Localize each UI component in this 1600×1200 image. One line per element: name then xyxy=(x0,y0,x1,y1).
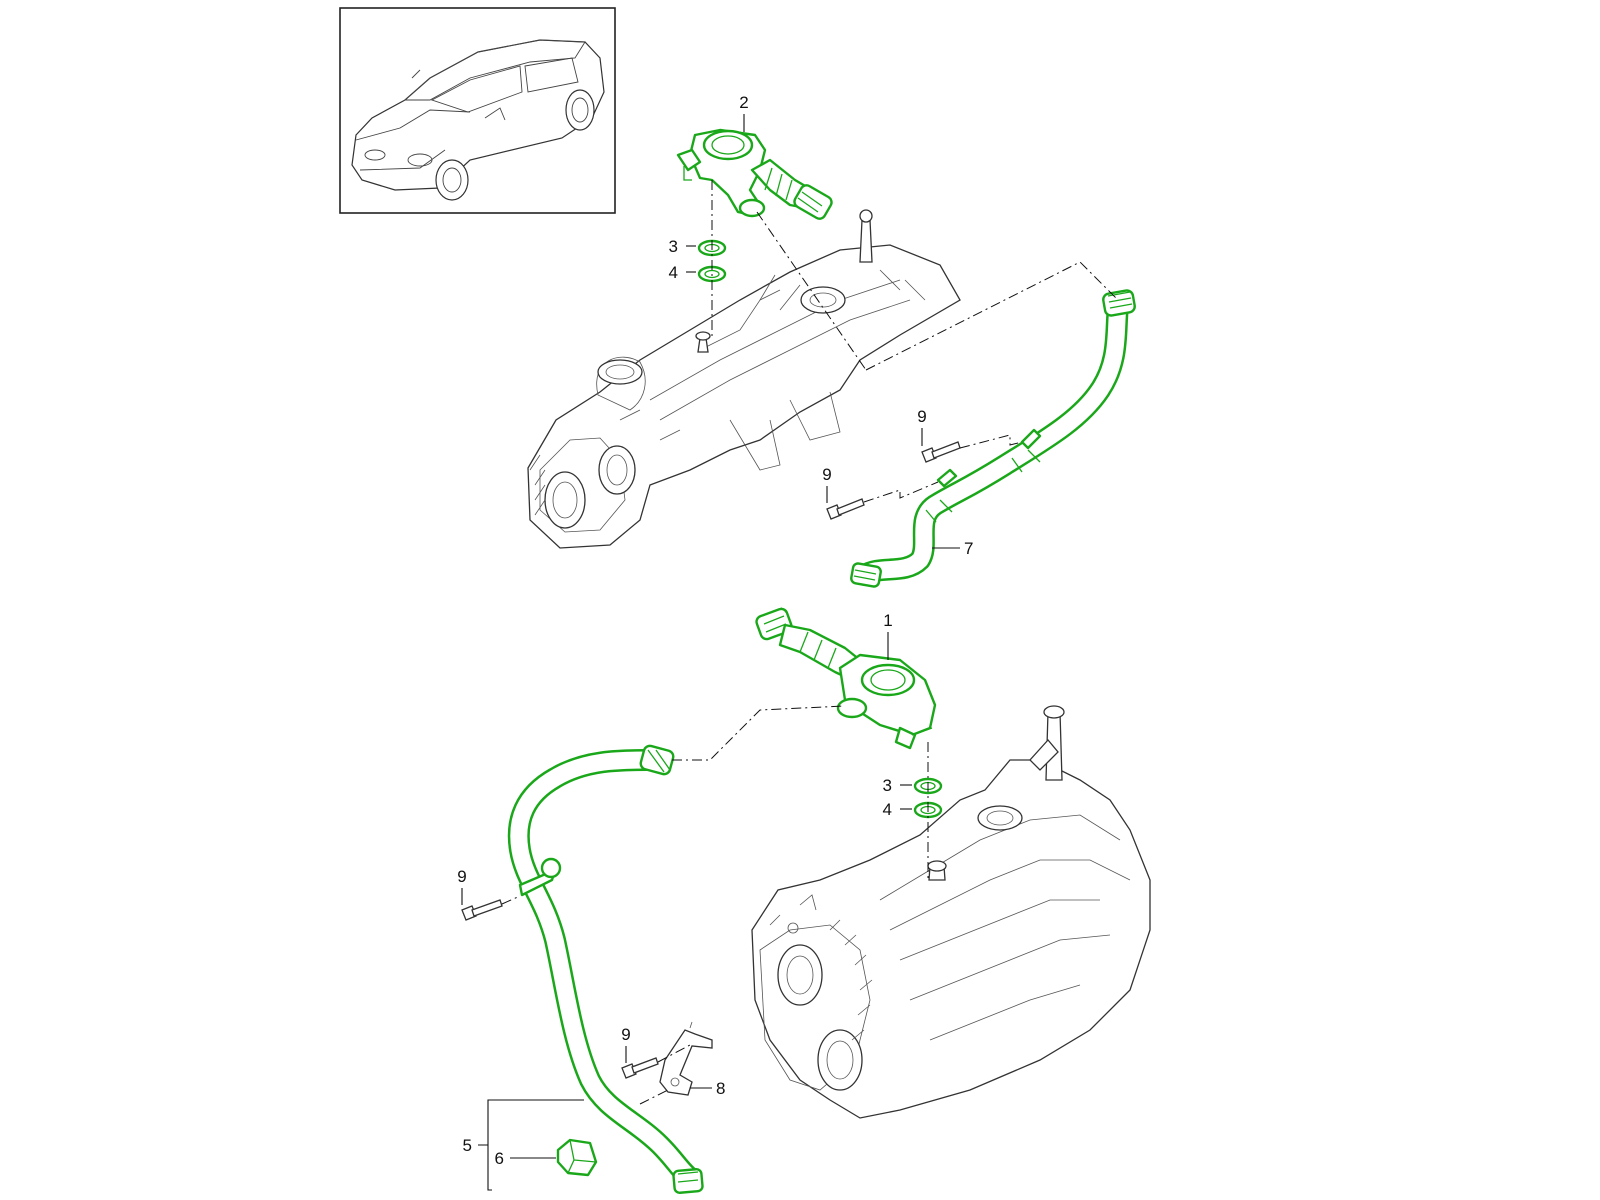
callout-9-upper-right: 9 xyxy=(917,407,926,426)
callout-3-bottom: 3 xyxy=(883,776,892,795)
oil-separator-part-1 xyxy=(755,607,937,750)
assembly-lines xyxy=(501,180,1119,1105)
bolt-9-upper-right xyxy=(921,441,961,463)
vehicle-thumbnail xyxy=(339,7,616,214)
bolt-9-lower-left xyxy=(461,899,503,921)
callout-4-bottom: 4 xyxy=(883,800,892,819)
callout-9-lower-left: 9 xyxy=(457,867,466,886)
callout-3-top: 3 xyxy=(669,237,678,256)
leader-lines xyxy=(461,114,960,1191)
car-illustration xyxy=(351,39,605,201)
callout-1: 1 xyxy=(883,611,892,630)
lower-cylinder-head-cover xyxy=(751,705,1151,1119)
callout-9-lower-bracket: 9 xyxy=(621,1025,630,1044)
bolt-9-lower-bracket xyxy=(621,1057,659,1079)
hose-part-7 xyxy=(850,289,1136,588)
bracket-part-8 xyxy=(659,1021,713,1096)
callout-4-top: 4 xyxy=(669,263,678,282)
callout-8: 8 xyxy=(716,1079,725,1098)
upper-cylinder-head-cover xyxy=(527,209,961,549)
callout-7: 7 xyxy=(964,539,973,558)
bolt-9-upper-left xyxy=(826,498,865,520)
callout-6: 6 xyxy=(495,1149,504,1168)
callout-2: 2 xyxy=(739,93,748,112)
callout-9-upper-left: 9 xyxy=(822,465,831,484)
oil-separator-part-2 xyxy=(676,128,833,220)
callout-5: 5 xyxy=(463,1136,472,1155)
callout-numbers: 2 3 4 9 9 7 1 3 4 9 9 8 5 6 xyxy=(457,93,973,1168)
hose-part-5 xyxy=(507,744,704,1194)
cap-part-6 xyxy=(556,1138,598,1177)
